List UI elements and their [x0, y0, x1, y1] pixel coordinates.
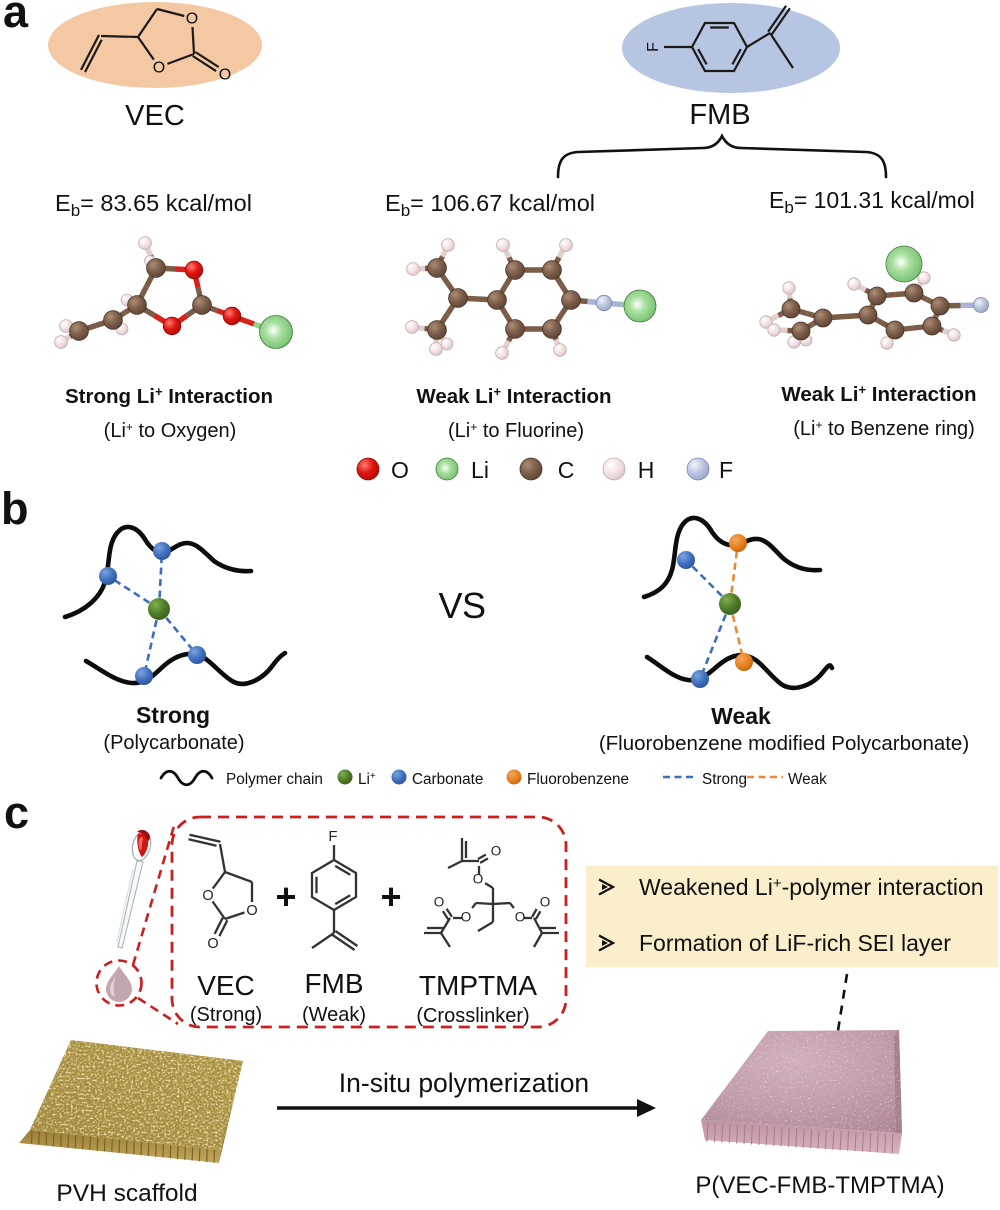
svg-text:Strong: Strong [702, 771, 747, 788]
svg-text:Weak: Weak [711, 703, 771, 729]
svg-text:Fluorobenzene: Fluorobenzene [527, 771, 629, 788]
svg-text:TMPTMA: TMPTMA [419, 970, 538, 1001]
svg-text:VS: VS [438, 585, 485, 626]
svg-text:Weak Li+​ Interaction: Weak Li+​ Interaction [416, 384, 611, 408]
svg-text:Polymer chain: Polymer chain [226, 771, 323, 788]
svg-text:Li: Li [471, 457, 489, 483]
svg-text:F: F [328, 828, 337, 845]
svg-text:FMB: FMB [689, 99, 750, 131]
svg-text:O: O [219, 67, 231, 84]
svg-text:F: F [719, 457, 733, 483]
svg-text:F: F [645, 42, 662, 52]
svg-text:O: O [434, 895, 445, 910]
svg-text:FMB: FMB [304, 968, 363, 999]
svg-text:O: O [461, 910, 472, 925]
svg-text:Formation of LiF-rich SEI laye: Formation of LiF-rich SEI layer [639, 930, 951, 956]
svg-text:Weakened Li+-polymer interacti: Weakened Li+-polymer interaction [639, 874, 984, 900]
svg-text:(Polycarbonate): (Polycarbonate) [103, 732, 244, 754]
svg-text:Eb= 106.67 kcal/mol: Eb= 106.67 kcal/mol [385, 190, 595, 220]
svg-text:PVH scaffold: PVH scaffold [56, 1180, 197, 1205]
svg-text:Weak: Weak [788, 771, 827, 788]
svg-text:Strong Li+​ Interaction: Strong Li+​ Interaction [65, 384, 273, 408]
svg-text:(Fluorobenzene modified Polyca: (Fluorobenzene modified Polycarbonate) [599, 732, 969, 755]
svg-text:In-situ polymerization: In-situ polymerization [339, 1068, 589, 1098]
svg-text:+: + [380, 876, 401, 917]
svg-text:(Weak): (Weak) [302, 1004, 366, 1026]
svg-text:O: O [246, 903, 257, 919]
svg-text:C: C [558, 457, 575, 483]
svg-text:O: O [473, 872, 484, 887]
svg-text:VEC: VEC [125, 100, 185, 132]
svg-text:(Strong): (Strong) [190, 1004, 262, 1026]
svg-text:VEC: VEC [197, 970, 255, 1001]
svg-text:+: + [275, 876, 296, 917]
svg-text:(Li+​ to Oxygen): (Li+​ to Oxygen) [104, 420, 237, 442]
svg-text:c: c [4, 787, 29, 838]
svg-text:O: O [207, 936, 218, 952]
svg-text:(Crosslinker): (Crosslinker) [416, 1005, 529, 1027]
svg-text:Weak Li+​ Interaction: Weak Li+​ Interaction [781, 382, 976, 406]
svg-text:Strong: Strong [136, 702, 210, 728]
svg-text:(Li+​ to Benzene ring): (Li+​ to Benzene ring) [793, 418, 975, 440]
svg-text:O: O [186, 11, 198, 28]
svg-text:H: H [638, 457, 655, 483]
svg-text:b: b [1, 483, 29, 534]
svg-text:a: a [3, 0, 29, 37]
svg-text:O: O [540, 895, 551, 910]
svg-text:O: O [153, 60, 165, 77]
svg-text:O: O [391, 457, 409, 483]
svg-text:Eb= 101.31 kcal/mol: Eb= 101.31 kcal/mol [769, 187, 975, 217]
svg-text:O: O [491, 844, 502, 859]
svg-text:Carbonate: Carbonate [412, 771, 483, 788]
svg-text:O: O [202, 888, 213, 904]
svg-text:Li+: Li+ [358, 771, 376, 788]
svg-text:(Li+​ to Fluorine): (Li+​ to Fluorine) [448, 420, 584, 442]
svg-text:P(VEC-FMB-TMPTMA): P(VEC-FMB-TMPTMA) [695, 1172, 944, 1199]
svg-text:O: O [515, 910, 526, 925]
svg-text:Eb= 83.65 kcal/mol: Eb= 83.65 kcal/mol [55, 190, 252, 220]
